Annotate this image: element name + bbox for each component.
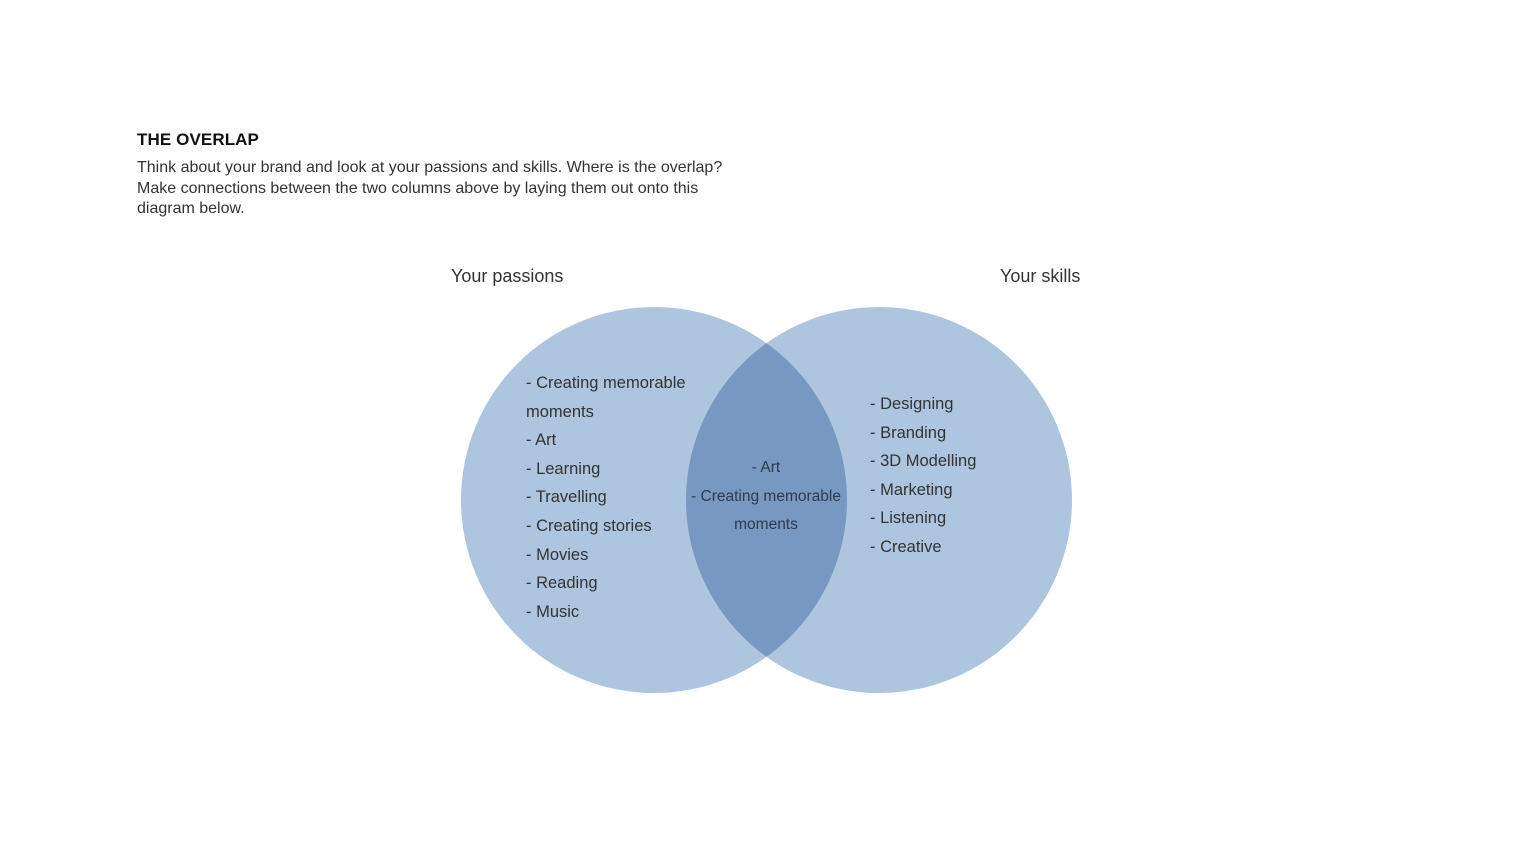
skill-item: - Listening bbox=[870, 509, 947, 528]
skill-item: - Designing bbox=[870, 395, 954, 413]
overlap-region bbox=[686, 307, 847, 693]
skill-item: - Branding bbox=[870, 423, 947, 442]
passion-item: - Learning bbox=[526, 459, 601, 478]
passion-item: - Art bbox=[526, 431, 557, 450]
passion-item: - Creating memorable moments bbox=[526, 374, 686, 421]
passion-item: - Reading bbox=[526, 574, 598, 593]
passion-item: - Music bbox=[526, 602, 580, 621]
passions-label: Your passions bbox=[451, 266, 564, 286]
page-title: THE OVERLAP bbox=[137, 130, 260, 149]
overlap-item: - Art bbox=[751, 459, 781, 476]
passion-item: - Movies bbox=[526, 545, 589, 564]
passions-list: - Creating memorable moments - Art - Learn… bbox=[526, 369, 701, 626]
skills-label: Your skills bbox=[1000, 266, 1081, 286]
overlap-item: - Creating memorable moments bbox=[691, 487, 841, 534]
skill-item: - Marketing bbox=[870, 480, 953, 499]
intro-text: Think about your brand and look at your … bbox=[137, 159, 723, 217]
skill-item: - 3D Modelling bbox=[870, 452, 977, 471]
skill-item: - Creative bbox=[870, 537, 942, 556]
skills-list: - Designing - Branding - 3D Modelling - Mar… bbox=[870, 390, 1030, 562]
passion-item: - Travelling bbox=[526, 488, 607, 507]
passion-item: - Creating stories bbox=[526, 516, 652, 535]
overlap-list: - Art - Creating memorable moments bbox=[686, 454, 846, 540]
